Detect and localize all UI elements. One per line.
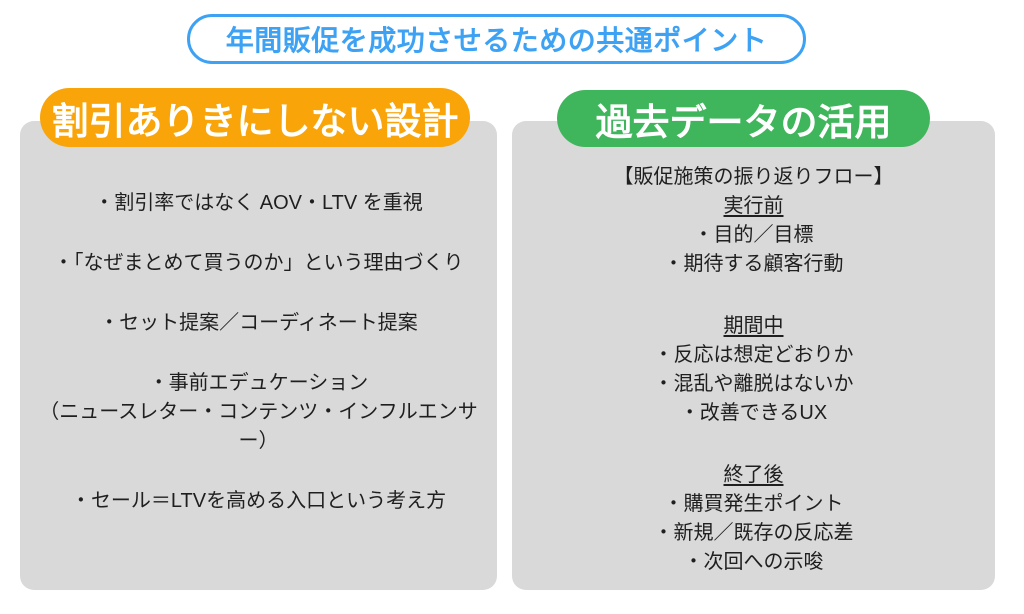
- flow-bullet: ・次回への示唆: [683, 551, 824, 573]
- flow-section: 期間中・反応は想定どおりか・混乱や離脱はないか・改善できるUX: [522, 312, 985, 428]
- flow-sections: 実行前・目的／目標・期待する顧客行動期間中・反応は想定どおりか・混乱や離脱はない…: [522, 192, 985, 577]
- flow-title: 【販促施策の振り返りフロー】: [613, 166, 894, 188]
- page-title-text: 年間販促を成功させるための共通ポイント: [225, 25, 768, 56]
- left-panel-header: 割引ありきにしない設計: [40, 88, 470, 147]
- left-panel-bullet: ・割引率ではなく AOV・LTV を重視: [94, 192, 423, 214]
- page-title: 年間販促を成功させるための共通ポイント: [187, 14, 806, 64]
- left-panel-bullet: ・セット提案／コーディネート提案: [99, 312, 418, 334]
- flow-bullet: ・購買発生ポイント: [663, 493, 844, 515]
- right-panel-header: 過去データの活用: [557, 90, 930, 147]
- flow-section-title: 期間中: [723, 315, 784, 337]
- flow-bullet: ・改善できるUX: [679, 402, 828, 424]
- flow-section: 終了後・購買発生ポイント・新規／既存の反応差・次回への示唆: [522, 461, 985, 577]
- right-panel: 【販促施策の振り返りフロー】 実行前・目的／目標・期待する顧客行動期間中・反応は…: [512, 121, 995, 590]
- flow-section-title: 終了後: [723, 464, 784, 486]
- flow-section: 実行前・目的／目標・期待する顧客行動: [522, 192, 985, 279]
- flow-bullet: ・新規／既存の反応差: [653, 522, 854, 544]
- flow-bullet: ・期待する顧客行動: [663, 253, 844, 275]
- left-panel-header-text: 割引ありきにしない設計: [51, 100, 459, 142]
- left-panel-bullet-list: ・割引率ではなく AOV・LTV を重視・「なぜまとめて買うのか」という理由づく…: [20, 121, 497, 516]
- flow-bullet: ・混乱や離脱はないか: [653, 373, 854, 395]
- flow-bullet: ・目的／目標: [693, 224, 814, 246]
- flow-bullet: ・反応は想定どおりか: [653, 344, 854, 366]
- right-panel-content: 【販促施策の振り返りフロー】 実行前・目的／目標・期待する顧客行動期間中・反応は…: [512, 121, 995, 577]
- left-panel-bullet: ・セール＝LTVを高める入口という考え方: [70, 490, 447, 512]
- right-panel-header-text: 過去データの活用: [595, 101, 892, 143]
- left-panel: ・割引率ではなく AOV・LTV を重視・「なぜまとめて買うのか」という理由づく…: [20, 121, 497, 590]
- left-panel-bullet: ・「なぜまとめて買うのか」という理由づくり: [53, 252, 464, 274]
- left-panel-bullet: ・事前エデュケーション （ニュースレター・コンテンツ・インフルエンサ ー）: [39, 372, 478, 452]
- flow-section-title: 実行前: [723, 195, 784, 217]
